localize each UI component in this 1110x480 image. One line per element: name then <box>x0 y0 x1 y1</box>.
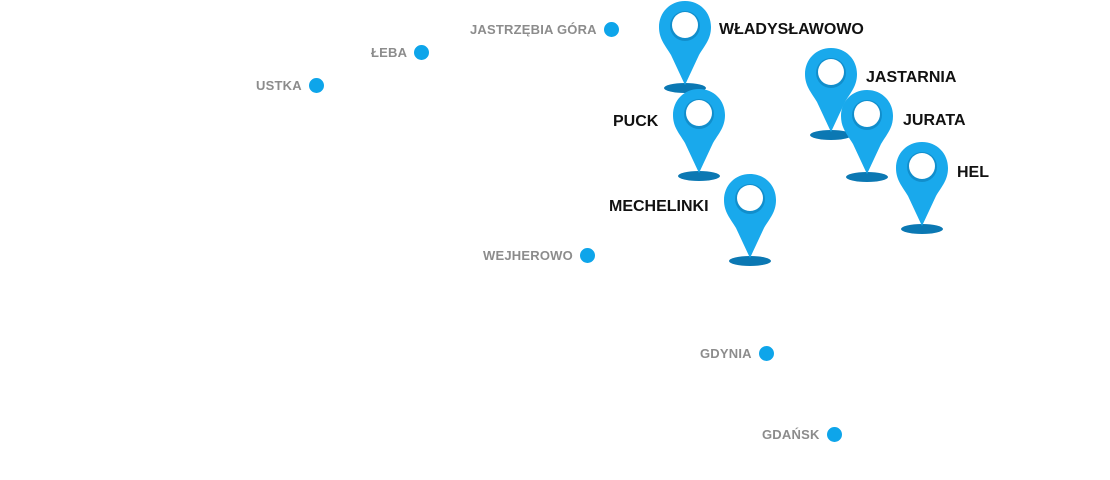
pin-label-hel: HEL <box>957 164 989 181</box>
map-pin-icon[interactable] <box>894 140 950 234</box>
dot-icon <box>579 248 595 263</box>
town-label: USTKA <box>256 78 302 93</box>
map-pin-icon[interactable] <box>803 46 859 140</box>
town-leba[interactable]: ŁEBA <box>371 45 430 60</box>
pin-label-jastarnia: JASTARNIA <box>866 69 957 86</box>
map-pin-icon[interactable] <box>657 0 713 93</box>
town-label: WEJHEROWO <box>483 248 573 263</box>
dot-icon <box>758 346 774 361</box>
town-label: GDYNIA <box>700 346 752 361</box>
pin-label-wladyslawowo: WŁADYSŁAWOWO <box>719 21 864 38</box>
town-jastrzebia-gora[interactable]: JASTRZĘBIA GÓRA <box>470 22 619 37</box>
dot-icon <box>414 45 430 60</box>
town-label: ŁEBA <box>371 45 408 60</box>
town-gdansk[interactable]: GDAŃSK <box>762 427 842 442</box>
dot-icon <box>603 22 619 37</box>
pin-label-jurata: JURATA <box>903 112 966 129</box>
map-pin-icon[interactable] <box>722 172 778 266</box>
map-pin-icon[interactable] <box>671 87 727 181</box>
dot-icon <box>826 427 842 442</box>
pin-label-puck: PUCK <box>613 113 659 130</box>
pin-label-mechelinki: MECHELINKI <box>609 198 709 215</box>
map-pin-icon[interactable] <box>839 88 895 182</box>
town-label: GDAŃSK <box>762 427 820 442</box>
town-gdynia[interactable]: GDYNIA <box>700 346 774 361</box>
town-wejherowo[interactable]: WEJHEROWO <box>483 248 595 263</box>
town-label: JASTRZĘBIA GÓRA <box>470 22 597 37</box>
town-ustka[interactable]: USTKA <box>256 78 324 93</box>
dot-icon <box>308 78 324 93</box>
